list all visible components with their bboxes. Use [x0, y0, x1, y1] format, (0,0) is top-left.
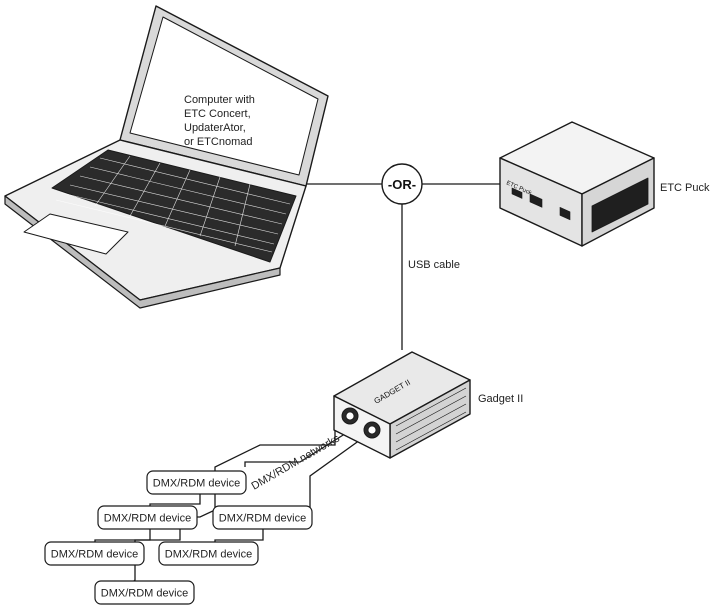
gadget-ribs	[395, 387, 467, 451]
device-label: DMX/RDM device	[51, 549, 138, 561]
dmx-cable-c	[309, 439, 361, 510]
device-label: DMX/RDM device	[153, 478, 240, 490]
device-box-1: DMX/RDM device	[146, 470, 247, 495]
keyboard-keys	[55, 155, 291, 253]
puck-port-3	[559, 206, 571, 221]
dmx-cable-b	[244, 431, 349, 467]
puck-port-2	[529, 193, 543, 208]
or-label: -OR-	[388, 177, 416, 192]
gadget-illustration: GADGET II	[333, 351, 471, 459]
puck-illustration: ETC Puck	[499, 121, 655, 247]
computer-label: Computer with ETC Concert, UpdaterAtor, …	[184, 94, 255, 148]
or-junction: -OR-	[381, 163, 423, 205]
laptop-screen	[129, 16, 319, 176]
xlr-connector-1	[341, 407, 359, 425]
device-label: DMX/RDM device	[104, 513, 191, 525]
xlr-connector-2	[363, 421, 381, 439]
device-box-4: DMX/RDM device	[44, 541, 145, 566]
laptop-illustration	[4, 5, 329, 309]
puck-vent	[591, 177, 649, 233]
device-label: DMX/RDM device	[165, 549, 252, 561]
usb-cable-label: USB cable	[408, 259, 460, 271]
computer-label-line-1: Computer with	[184, 94, 255, 106]
device-box-5: DMX/RDM device	[158, 541, 259, 566]
gadget-label: Gadget II	[478, 393, 523, 405]
puck-label: ETC Puck	[660, 182, 710, 194]
laptop-base-edge	[4, 195, 281, 309]
device-label: DMX/RDM device	[101, 588, 188, 600]
computer-label-line-4: or ETCnomad	[184, 136, 252, 148]
laptop-trackpad	[23, 213, 129, 255]
device-label: DMX/RDM device	[219, 513, 306, 525]
computer-label-line-3: UpdaterAtor,	[184, 122, 246, 134]
puck-port-1	[511, 187, 523, 199]
computer-label-line-2: ETC Concert,	[184, 108, 251, 120]
device-box-6: DMX/RDM device	[94, 580, 195, 605]
device-box-2: DMX/RDM device	[97, 505, 198, 530]
device-box-3: DMX/RDM device	[212, 505, 313, 530]
